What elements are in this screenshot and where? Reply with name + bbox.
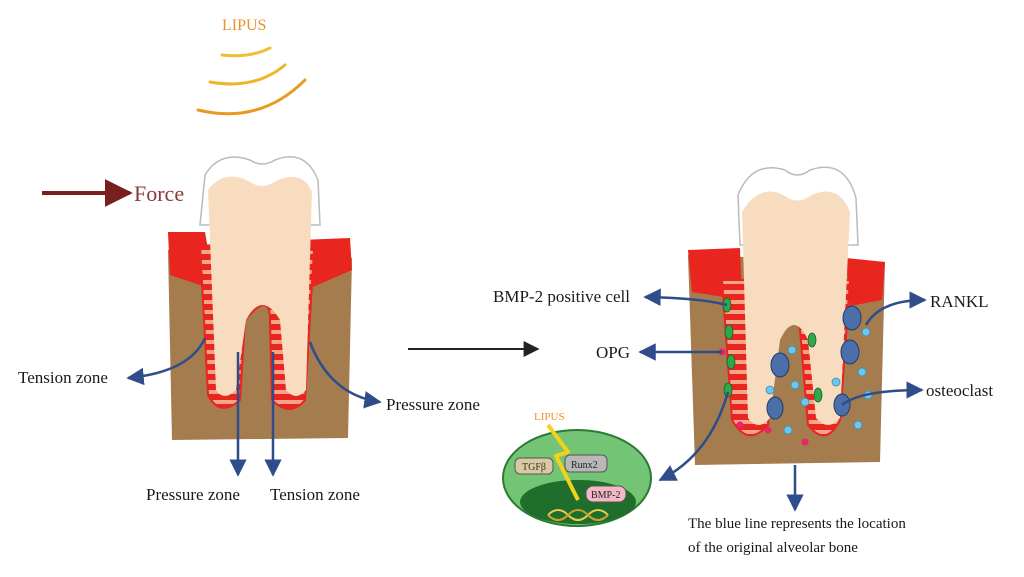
lipus-bolt <box>546 423 580 501</box>
tgfb-box <box>514 457 554 475</box>
small-cells <box>765 327 873 435</box>
osteoclast-cells <box>766 305 862 420</box>
dna-strand <box>547 509 609 521</box>
rankl-label: RANKL <box>930 292 989 311</box>
gingiva-right-right <box>846 258 885 306</box>
force-label: Force <box>134 181 184 206</box>
tgfb-label: TGFβ <box>522 462 546 473</box>
lipus-label: LIPUS <box>222 17 266 34</box>
cell-inset: LIPUS TGFβ Runx2 BMP-2 <box>502 411 652 527</box>
tension-zone-left-label: Tension zone <box>18 368 108 387</box>
osteoclast-label: osteoclast <box>926 381 993 400</box>
pressure-zone-right-label: Pressure zone <box>386 395 480 414</box>
bmp2-cells <box>722 297 823 403</box>
blue-line-note-1: The blue line represents the location <box>688 516 906 532</box>
opg-label: OPG <box>596 343 630 362</box>
tension-zone-bottom-label: Tension zone <box>270 485 360 504</box>
rankl-arrow <box>864 291 927 326</box>
inset-arrow <box>658 391 730 482</box>
pressure-zone-bottom-label: Pressure zone <box>146 485 240 504</box>
pressure-zone-right-arrow <box>308 341 382 409</box>
bmp2-box <box>585 485 627 503</box>
right-tooth-group: BMP-2 positive cell OPG RANKL osteoclast… <box>493 166 993 556</box>
runx2-label: Runx2 <box>571 460 598 471</box>
blue-line-note-2: of the original alveolar bone <box>688 540 858 556</box>
tooth-body <box>208 176 312 396</box>
bmp2-arrow <box>643 288 728 307</box>
tension-zone-left-arrow <box>126 337 207 386</box>
lipus-waves <box>196 46 307 116</box>
inset-lipus-label: LIPUS <box>534 411 565 423</box>
osteoclast-arrow <box>841 381 924 406</box>
bmp2-label: BMP-2 positive cell <box>493 287 630 306</box>
dna-strand-2 <box>547 509 609 521</box>
left-tooth-group: LIPUS Force Tension zone Pressure zone P… <box>18 17 480 504</box>
tooth-body-right <box>742 191 850 425</box>
runx2-box <box>564 454 608 473</box>
bmp2-inset-label: BMP-2 <box>591 490 620 501</box>
